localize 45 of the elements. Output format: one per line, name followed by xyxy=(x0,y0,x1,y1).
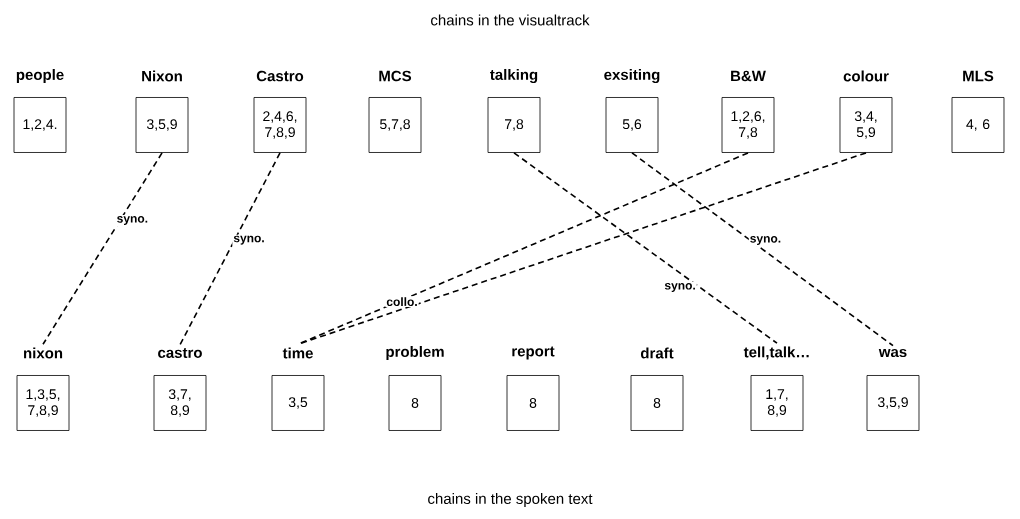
number-box: 4, 6 xyxy=(951,97,1005,153)
number-box: 3,5,9 xyxy=(135,97,189,153)
number-box: 8 xyxy=(506,375,560,431)
number-box: 1,2,4. xyxy=(13,97,67,153)
edge-label: syno. xyxy=(115,215,150,227)
heading: Nixon xyxy=(142,70,182,82)
caption: chains in the spoken text xyxy=(428,493,593,507)
dashed-line xyxy=(42,152,163,346)
heading: exsiting xyxy=(604,68,660,83)
heading: B&W xyxy=(731,70,766,82)
heading: Castro xyxy=(256,70,304,82)
dashed-line xyxy=(513,152,778,344)
number-box: 5,7,8 xyxy=(368,97,422,153)
heading: time xyxy=(282,347,313,359)
number-box: 8 xyxy=(630,375,684,431)
number-box: 7,8 xyxy=(487,97,541,153)
dashed-line xyxy=(179,152,281,346)
heading: tell,talk… xyxy=(743,346,809,360)
number-box: 1,2,6, 7,8 xyxy=(721,97,775,153)
heading: people xyxy=(16,69,64,83)
heading: was xyxy=(878,348,907,358)
number-box: 1,3,5, 7,8,9 xyxy=(16,375,70,431)
title: chains in the visualtrack xyxy=(431,14,590,26)
heading: problem xyxy=(386,346,444,360)
number-box: 3,5 xyxy=(271,375,325,431)
number-box: 8 xyxy=(388,375,442,431)
dashed-line xyxy=(631,152,894,347)
edge-label: collo. xyxy=(385,296,419,307)
edge-label: syno. xyxy=(748,235,783,246)
heading: nixon xyxy=(24,347,63,359)
heading: report xyxy=(512,346,555,360)
number-box: 3,7, 8,9 xyxy=(153,375,207,431)
edge-label: syno. xyxy=(663,282,697,293)
heading: MLS xyxy=(963,70,994,82)
heading: MCS xyxy=(379,70,412,82)
number-box: 2,4,6, 7,8,9 xyxy=(253,97,307,153)
heading: talking xyxy=(490,68,538,83)
heading: castro xyxy=(158,348,202,358)
number-box: 5,6 xyxy=(605,97,659,153)
number-box: 1,7, 8,9 xyxy=(750,375,804,431)
edge-label: syno. xyxy=(232,234,266,246)
number-box: 3,4, 5,9 xyxy=(839,97,893,153)
heading: draft xyxy=(640,347,674,359)
heading: colour xyxy=(843,70,889,82)
number-box: 3,5,9 xyxy=(866,375,920,431)
